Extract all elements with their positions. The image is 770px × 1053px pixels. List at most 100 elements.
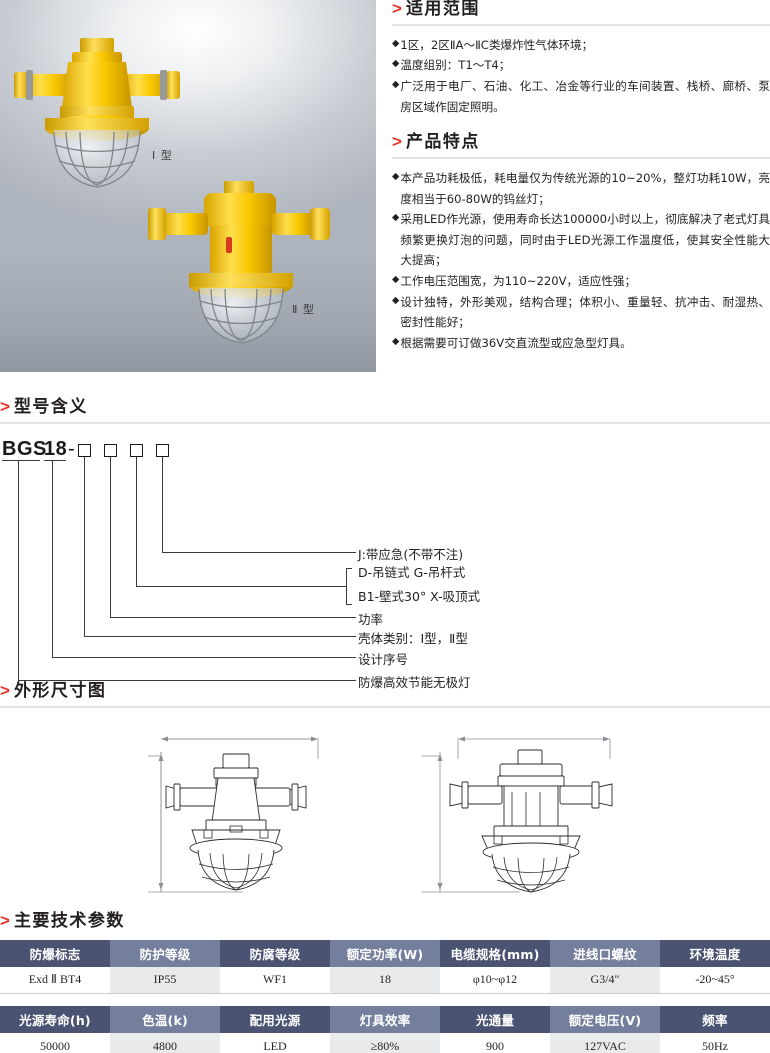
section-model-title: 型号含义 — [13, 397, 88, 416]
list-item: ◆ 根据需要可订做36V交直流型或应急型灯具。 — [392, 333, 770, 354]
diamond-bullet-icon: ◆ — [392, 212, 400, 224]
diamond-bullet-icon: ◆ — [392, 58, 400, 70]
list-item: ◆ 设计独特，外形美观，结构合理；体积小、重量轻、抗冲击、耐湿热、密封性能好； — [392, 292, 770, 333]
table-cell: 50000 — [0, 1033, 110, 1053]
model-label-power: 功率 — [358, 611, 384, 627]
spec-table-1: 防爆标志 防护等级 防腐等级 额定功率(W) 电缆规格(mm) 进线口螺纹 环境… — [0, 939, 770, 995]
table-cell: LED — [220, 1033, 330, 1053]
leader-v-prefix — [18, 460, 20, 680]
feature-bullet-list: ◆ 本产品功耗极低，耗电量仅为传统光源的10~20%，整灯功耗10W，亮度相当于… — [392, 168, 770, 354]
lamp-photo-type-1 — [14, 38, 180, 188]
section-features-title: 产品特点 — [405, 132, 480, 152]
diamond-bullet-icon: ◆ — [392, 78, 400, 90]
model-label-mounting-2: B1-壁式30° X-吸顶式 — [358, 588, 481, 604]
section-dimensions-title: 外形尺寸图 — [13, 681, 107, 700]
col-header: 配用光源 — [220, 1006, 330, 1034]
table-cell: 127VAC — [550, 1033, 660, 1053]
model-dash: - — [68, 437, 76, 460]
brace-bottom-arm — [346, 603, 352, 605]
col-header: 灯具效率 — [330, 1006, 440, 1034]
model-box-1 — [78, 443, 91, 457]
list-item-text: 采用LED作光源，使用寿命长达100000小时以上，彻底解决了老式灯具频繁更换灯… — [400, 212, 770, 268]
section-scope: > 适用范围 ◆ 1区，2区ⅡA～ⅡC类爆炸性气体环境； ◆ 温度组别：T1～T… — [392, 0, 770, 117]
col-header: 防护等级 — [110, 939, 220, 967]
scope-bullet-list: ◆ 1区，2区ⅡA～ⅡC类爆炸性气体环境； ◆ 温度组别：T1～T4； ◆ 广泛… — [392, 35, 770, 118]
section-specifications: > 主要技术参数 防爆标志 防护等级 防腐等级 额定功率(W) 电缆规格(mm)… — [0, 911, 770, 1053]
table-cell: 4800 — [110, 1033, 220, 1053]
model-label-mounting-1: D-吊链式 G-吊杆式 — [358, 564, 466, 580]
section-divider — [392, 23, 770, 26]
section-model-meaning: > 型号含义 BGS 18 - — [0, 397, 770, 694]
table-cell: IP55 — [110, 966, 220, 995]
section-specs-title: 主要技术参数 — [13, 911, 125, 930]
table-cell: ≥80% — [330, 1033, 440, 1053]
model-label-product-name: 防爆高效节能无极灯 — [358, 674, 471, 690]
diamond-bullet-icon: ◆ — [392, 37, 400, 49]
chevron-icon: > — [0, 681, 10, 700]
section-divider — [0, 421, 770, 424]
col-header: 环境温度 — [660, 939, 770, 967]
section-features-heading: > 产品特点 — [392, 132, 770, 152]
model-code-diagram: BGS 18 - — [0, 434, 770, 694]
list-item: ◆ 温度组别：T1～T4； — [392, 55, 770, 76]
dimension-drawings-area: 200 210 — [0, 714, 770, 904]
photo-floor-gradient — [0, 252, 376, 372]
table-cell: φ10~φ12 — [440, 966, 550, 995]
model-label-housing-type: 壳体类别：Ⅰ型，Ⅱ型 — [358, 630, 468, 646]
table-row: 50000 4800 LED ≥80% 900 127VAC 50Hz — [0, 1033, 770, 1053]
diamond-bullet-icon: ◆ — [392, 294, 400, 306]
dimension-drawing-type-1 — [148, 736, 319, 893]
col-header: 进线口螺纹 — [550, 939, 660, 967]
section-dimensions-heading: > 外形尺寸图 — [0, 681, 770, 701]
col-header: 电缆规格(mm) — [440, 939, 550, 967]
model-series-underline — [44, 459, 66, 461]
section-specs-heading: > 主要技术参数 — [0, 911, 770, 931]
col-header: 额定电压(V) — [550, 1006, 660, 1034]
model-box-3 — [130, 443, 143, 457]
table-cell: 900 — [440, 1033, 550, 1053]
table-cell: G3/4" — [550, 966, 660, 995]
model-box-2 — [104, 443, 117, 457]
col-header: 光源寿命(h) — [0, 1006, 110, 1034]
section-dimensions: > 外形尺寸图 — [0, 681, 770, 904]
list-item: ◆ 广泛用于电厂、石油、化工、冶金等行业的车间装置、栈桥、廊桥、泵房区域作固定照… — [392, 76, 770, 117]
list-item-text: 设计独特，外形美观，结构合理；体积小、重量轻、抗冲击、耐湿热、密封性能好； — [400, 294, 770, 330]
diamond-bullet-icon: ◆ — [392, 170, 400, 182]
list-item-text: 1区，2区ⅡA～ⅡC类爆炸性气体环境； — [400, 37, 594, 52]
section-divider — [0, 705, 770, 708]
col-header: 额定功率(W) — [330, 939, 440, 967]
leader-v-2 — [110, 456, 112, 617]
section-model-heading: > 型号含义 — [0, 397, 770, 417]
col-header: 光通量 — [440, 1006, 550, 1034]
lamp-type-2-label: Ⅱ 型 — [292, 303, 315, 316]
list-item-text: 温度组别：T1～T4； — [400, 58, 511, 73]
dimension-drawing-type-2 — [422, 736, 613, 893]
table-spacer — [0, 994, 770, 1006]
leader-v-series — [52, 460, 54, 657]
table-cell: WF1 — [220, 966, 330, 995]
model-prefix-underline — [2, 459, 40, 461]
leader-v-3 — [136, 456, 138, 586]
leader-h-series — [52, 656, 356, 658]
leader-h-1 — [84, 635, 356, 637]
col-header: 频率 — [660, 1006, 770, 1034]
table-row: Exd Ⅱ BT4 IP55 WF1 18 φ10~φ12 G3/4" -20~… — [0, 966, 770, 995]
brace-top-arm — [346, 567, 352, 569]
model-series: 18 — [44, 437, 68, 460]
list-item-text: 工作电压范围宽，为110~220V，适应性强； — [400, 274, 637, 288]
model-label-design-serial: 设计序号 — [358, 651, 409, 667]
leader-h-3 — [136, 585, 346, 587]
model-prefix: BGS — [2, 437, 47, 460]
section-features: > 产品特点 ◆ 本产品功耗极低，耗电量仅为传统光源的10~20%，整灯功耗10… — [392, 132, 770, 354]
model-box-4 — [156, 443, 169, 457]
table-cell: Exd Ⅱ BT4 — [0, 966, 110, 995]
model-label-emergency: J:带应急(不带不注) — [358, 546, 464, 562]
chevron-icon: > — [392, 132, 402, 152]
lamp-type-1-label: Ⅰ 型 — [152, 149, 173, 162]
chevron-icon: > — [0, 911, 10, 930]
table-cell: 18 — [330, 966, 440, 995]
chevron-icon: > — [0, 397, 10, 416]
col-header: 防腐等级 — [220, 939, 330, 967]
list-item: ◆ 1区，2区ⅡA～ⅡC类爆炸性气体环境； — [392, 35, 770, 56]
